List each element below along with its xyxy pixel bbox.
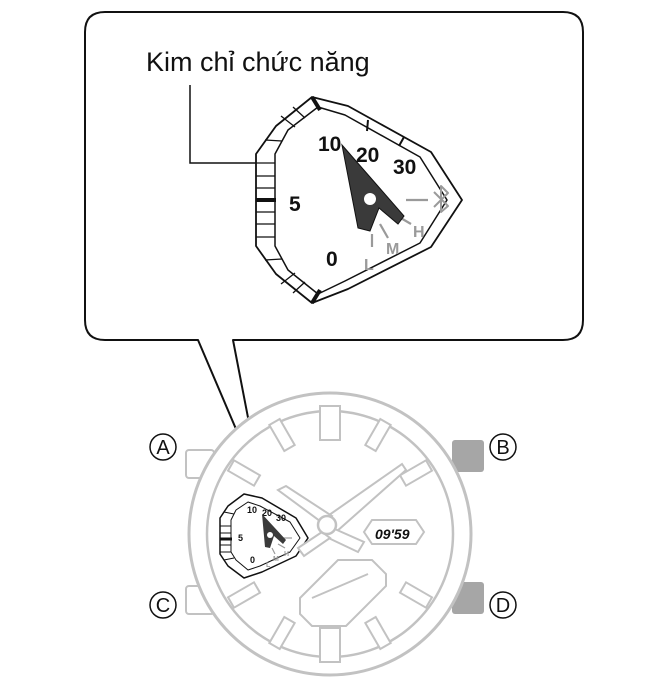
watch-small-subdial: 10 20 30 5 0 H M L	[219, 493, 309, 579]
subdial-number-5: 5	[289, 193, 301, 216]
hour-hand	[276, 484, 334, 526]
digital-display	[362, 519, 426, 545]
button-b-crown	[452, 440, 484, 472]
small-subdial-segments	[220, 511, 235, 561]
small-subdial-number-20: 20	[262, 508, 272, 518]
function-hand	[341, 143, 405, 232]
small-subdial-number-30: 30	[276, 513, 286, 523]
large-subdial: 10 20 30 5 0 H M L	[255, 95, 463, 305]
subdial-thick-mark-bottom	[310, 288, 322, 305]
subdial-number-10: 10	[318, 133, 341, 156]
subdial-mark-m: M	[386, 241, 399, 258]
small-subdial-number-5: 5	[238, 533, 243, 543]
button-label-b-circle	[489, 433, 517, 461]
small-subdial-mark-m: M	[273, 556, 279, 563]
hands-center-pivot	[316, 514, 338, 536]
hour-markers	[226, 405, 434, 663]
small-subdial-number-10: 10	[247, 505, 257, 515]
button-label-a-text: A	[156, 437, 170, 459]
digital-time: 09'59	[375, 526, 410, 542]
button-label-b: B	[489, 433, 517, 461]
small-subdial-mark-h: H	[284, 551, 289, 558]
small-function-hand-pivot	[267, 532, 273, 538]
subdial-mark-h: H	[413, 224, 425, 241]
subdial-number-30: 30	[393, 156, 416, 179]
button-label-a: A	[149, 433, 177, 461]
button-label-c-text: C	[156, 595, 170, 617]
button-label-a-circle	[149, 433, 177, 461]
small-subdial-number-0: 0	[250, 555, 255, 565]
small-subdial-mark-l: L	[266, 562, 271, 569]
callout-box: Kim chỉ chức năng	[84, 11, 584, 491]
subdial-tick-20	[366, 119, 369, 132]
minute-hand-tail	[296, 530, 332, 558]
watch-illustration: 09'59 10 20 30 5 0 H	[185, 391, 484, 677]
subdial-number-20: 20	[356, 144, 379, 167]
subdial-thick-mark-top	[310, 95, 322, 112]
subdial-bezel-segments	[256, 106, 306, 294]
button-label-d-text: D	[496, 595, 510, 617]
button-labels: A B C D	[149, 433, 517, 619]
button-label-c-circle	[149, 591, 177, 619]
bluetooth-icon	[433, 185, 449, 213]
small-function-hand	[262, 514, 286, 548]
button-label-d-circle	[489, 591, 517, 619]
callout-title: Kim chỉ chức năng	[146, 47, 370, 77]
subdial-mark-l: L	[364, 257, 374, 274]
function-hand-pivot	[364, 193, 376, 205]
lower-window-divider	[311, 573, 369, 599]
subdial-tick-30	[398, 136, 405, 147]
button-label-b-text: B	[496, 437, 509, 459]
button-label-c: C	[149, 591, 177, 619]
button-label-d: D	[489, 591, 517, 619]
subdial-number-0: 0	[326, 248, 338, 271]
